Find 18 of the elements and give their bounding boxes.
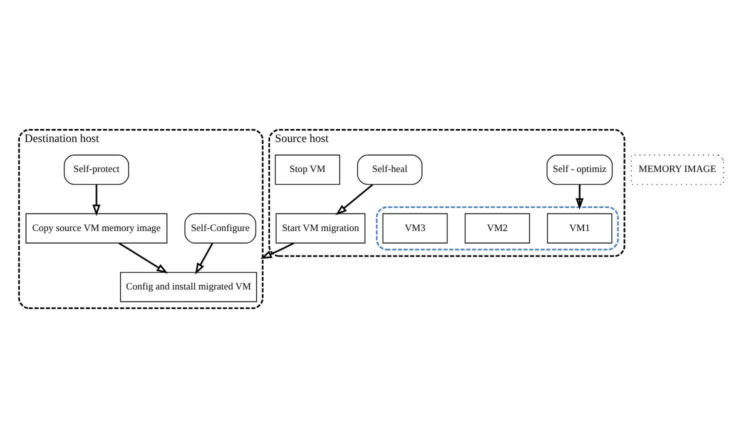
- node-box: Self-protect: [64, 154, 130, 185]
- arrow: [336, 184, 374, 216]
- node-box: Config and install migrated VM: [120, 272, 257, 302]
- node-box: Start VM migration: [276, 213, 366, 244]
- arrow: [118, 242, 168, 274]
- node-box: Self-heal: [357, 154, 422, 185]
- arrow: [195, 242, 214, 274]
- arrow: [576, 184, 584, 210]
- node-box: Self - optimiz: [546, 154, 613, 185]
- node-box: Copy source VM memory image: [26, 213, 168, 244]
- node-box: VM1: [547, 213, 612, 244]
- node-box: Stop VM: [274, 154, 340, 185]
- arrow: [260, 242, 294, 259]
- node-box: Self-Configure: [184, 213, 256, 244]
- arrow: [92, 184, 100, 216]
- cluster: [376, 206, 619, 250]
- node-box: VM2: [464, 213, 530, 244]
- node-box: VM3: [382, 213, 448, 244]
